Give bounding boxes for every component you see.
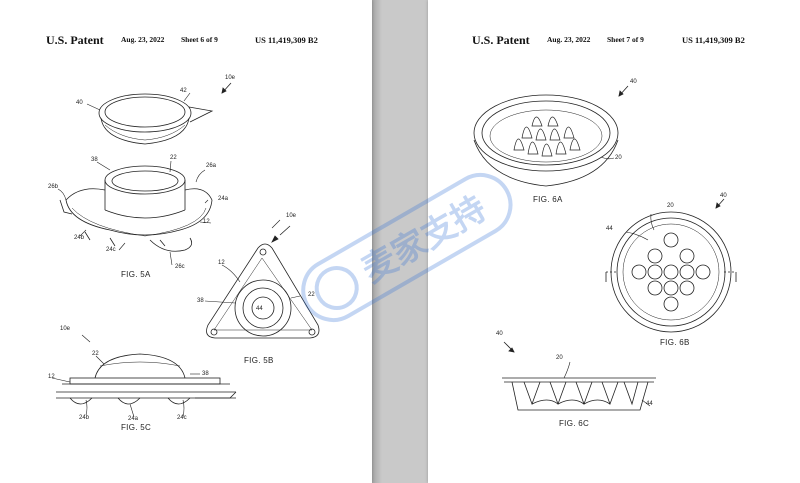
ref-20-6b: 20 bbox=[667, 203, 674, 209]
ref-38-5c: 38 bbox=[202, 371, 209, 377]
ref-38-5b: 38 bbox=[197, 298, 204, 304]
ref-22-5a: 22 bbox=[170, 155, 177, 161]
ref-12-5c: 12 bbox=[48, 374, 55, 380]
ref-24b-5c: 24b bbox=[79, 415, 90, 421]
ref-22-5c: 22 bbox=[92, 351, 99, 357]
figure-label-5c: FIG. 5C bbox=[121, 423, 152, 432]
ref-44-6b: 44 bbox=[606, 226, 613, 232]
ref-44-6c: 44 bbox=[646, 401, 653, 407]
ref-10e-5a: 10e bbox=[225, 75, 236, 81]
ref-12-5a: 12 bbox=[203, 219, 210, 225]
figure-label-6a: FIG. 6A bbox=[533, 195, 563, 204]
arrowheads-left bbox=[221, 82, 291, 243]
header-sheet: Sheet 6 of 9 bbox=[181, 35, 218, 44]
ref-24b-5a: 24b bbox=[74, 235, 85, 241]
leader-lines-left bbox=[51, 92, 301, 418]
ref-40-6a: 40 bbox=[630, 79, 637, 85]
fig5a-lid-drawing bbox=[98, 93, 214, 145]
ref-38-5a: 38 bbox=[91, 157, 98, 163]
header-patent-number: US 11,419,309 B2 bbox=[255, 34, 318, 45]
patent-drawings-fig6 bbox=[473, 85, 737, 411]
ref-24c-5a: 24c bbox=[106, 247, 116, 253]
figure-label-6b: FIG. 6B bbox=[660, 338, 690, 347]
leader-lines-right bbox=[563, 156, 655, 407]
patent-sheet-right: U.S. Patent Aug. 23, 2022 Sheet 7 of 9 U… bbox=[428, 0, 800, 483]
ref-24a-5c: 24a bbox=[128, 416, 139, 422]
fig5a-base-drawing bbox=[59, 165, 213, 252]
figure-label-5b: FIG. 5B bbox=[244, 356, 274, 365]
fig6b-top-view-drawing bbox=[605, 211, 737, 333]
fig6a-dish-drawing bbox=[473, 94, 619, 187]
ref-10e-5c: 10e bbox=[60, 326, 71, 332]
header-title: U.S. Patent bbox=[46, 33, 104, 47]
header-date: Aug. 23, 2022 bbox=[121, 35, 165, 44]
ref-22-5b: 22 bbox=[308, 292, 315, 298]
ref-40-6c: 40 bbox=[496, 331, 503, 337]
ref-24c-5c: 24c bbox=[177, 415, 187, 421]
patent-drawings-fig5 bbox=[51, 82, 320, 418]
ref-42-5a: 42 bbox=[180, 88, 187, 94]
ref-10e-5b: 10e bbox=[286, 213, 297, 219]
header-patent-number: US 11,419,309 B2 bbox=[682, 34, 745, 45]
header-date: Aug. 23, 2022 bbox=[547, 35, 591, 44]
ref-26c-5a: 26c bbox=[175, 264, 185, 270]
figure-label-5a: FIG. 5A bbox=[121, 270, 151, 279]
ref-26b-5a: 26b bbox=[48, 184, 59, 190]
fig6c-side-view-drawing bbox=[502, 377, 656, 411]
ref-20-6c: 20 bbox=[556, 355, 563, 361]
patent-sheet-left: U.S. Patent Aug. 23, 2022 Sheet 6 of 9 U… bbox=[0, 0, 372, 483]
header-title: U.S. Patent bbox=[472, 33, 530, 47]
ref-24a-5a: 24a bbox=[218, 196, 229, 202]
fig5c-side-view-drawing bbox=[56, 353, 237, 405]
header-sheet: Sheet 7 of 9 bbox=[607, 35, 644, 44]
ref-44-5b: 44 bbox=[256, 306, 263, 312]
figure-label-6c: FIG. 6C bbox=[559, 419, 590, 428]
arrowheads-right bbox=[503, 85, 725, 353]
fig5b-top-view-drawing bbox=[206, 243, 320, 339]
ref-40-6b: 40 bbox=[720, 193, 727, 199]
ref-20-6a: 20 bbox=[615, 155, 622, 161]
ref-26a-5a: 26a bbox=[206, 163, 217, 169]
ref-12-5b: 12 bbox=[218, 260, 225, 266]
page-gutter-shadow bbox=[372, 0, 382, 483]
ref-40-5a: 40 bbox=[76, 100, 83, 106]
